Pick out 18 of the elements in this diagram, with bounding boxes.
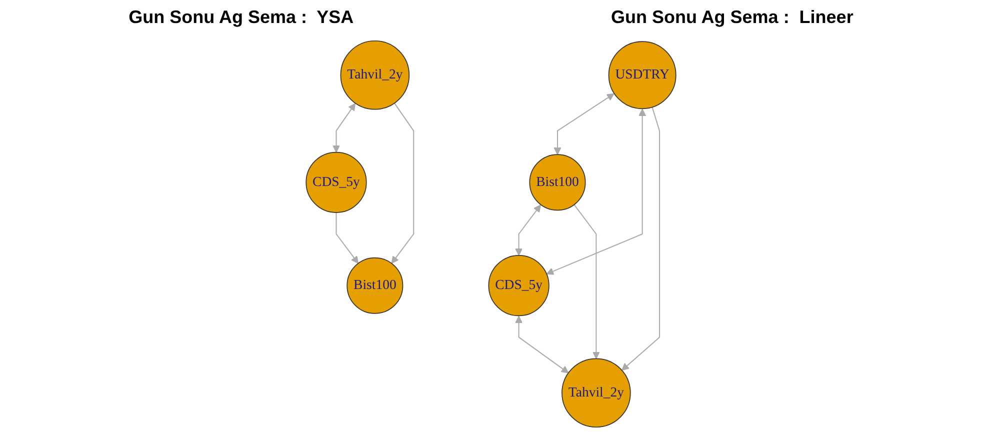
node-circle: Tahvil_2y [562,358,631,428]
arrow [332,103,356,153]
arrow [515,204,541,256]
node-circle: Tahvil_2y [340,40,410,110]
arrow [336,212,359,264]
arrow [622,107,660,371]
graph-title: Gun Sonu Ag Sema : YSA [128,6,354,28]
node-circle: CDS_5y [306,152,367,213]
node-circle: Bist100 [529,154,586,211]
arrow [391,102,414,264]
graph-title: Gun Sonu Ag Sema : Lineer [610,6,854,28]
node-circle: CDS_5y [488,255,550,316]
arrow [554,93,614,155]
node-circle: USDTRY [608,41,676,110]
node-circle: Bist100 [346,257,404,314]
arrow [515,316,569,374]
arrow [574,204,600,360]
arrow [546,108,646,275]
